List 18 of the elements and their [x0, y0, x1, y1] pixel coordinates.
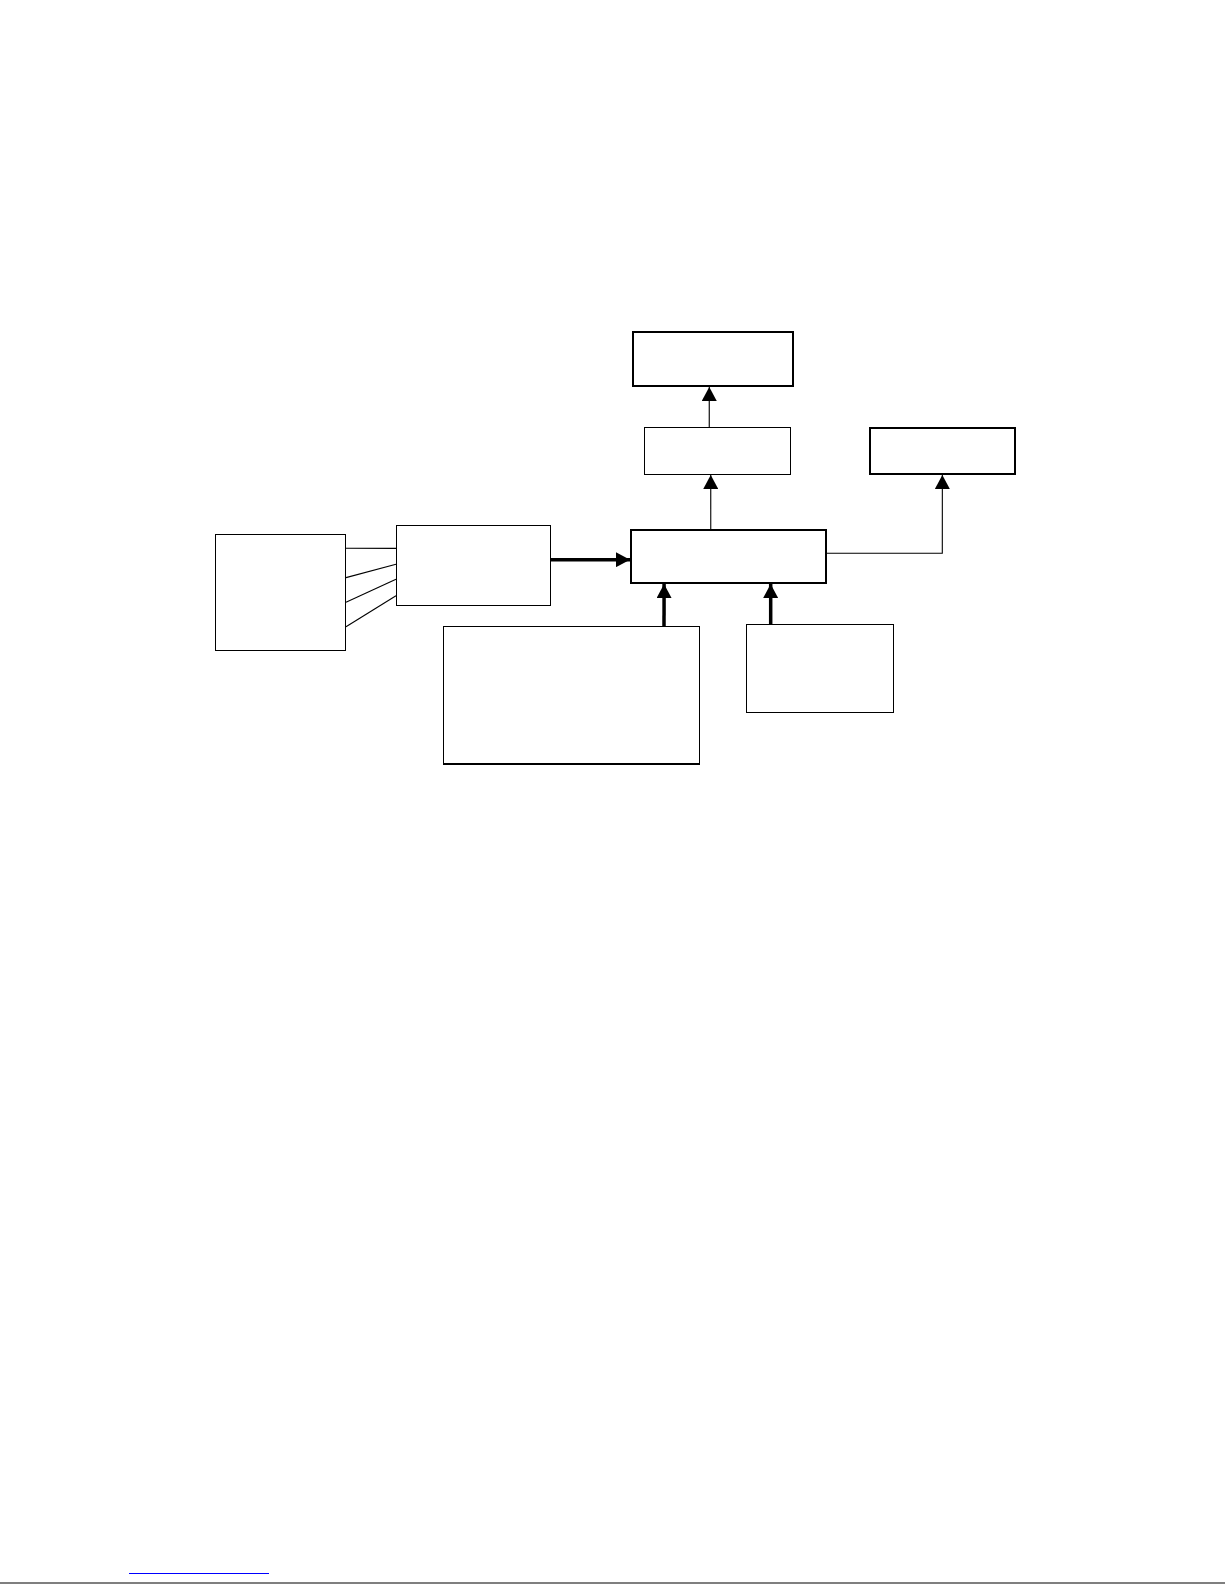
connector-line [345, 595, 397, 628]
arrow [763, 584, 779, 624]
arrow [551, 552, 630, 568]
empty-box [630, 529, 827, 584]
empty-box [746, 624, 894, 713]
connector-line [345, 547, 397, 549]
arrow [826, 474, 950, 554]
empty-box [869, 427, 1016, 475]
arrow [656, 584, 672, 626]
empty-box [632, 331, 794, 387]
arrow [701, 386, 717, 428]
empty-box [443, 626, 700, 765]
arrow [703, 474, 719, 530]
connector-line [345, 578, 397, 603]
empty-box [396, 525, 551, 606]
empty-box [215, 534, 346, 651]
connector-line [345, 563, 397, 579]
empty-box [644, 427, 791, 475]
